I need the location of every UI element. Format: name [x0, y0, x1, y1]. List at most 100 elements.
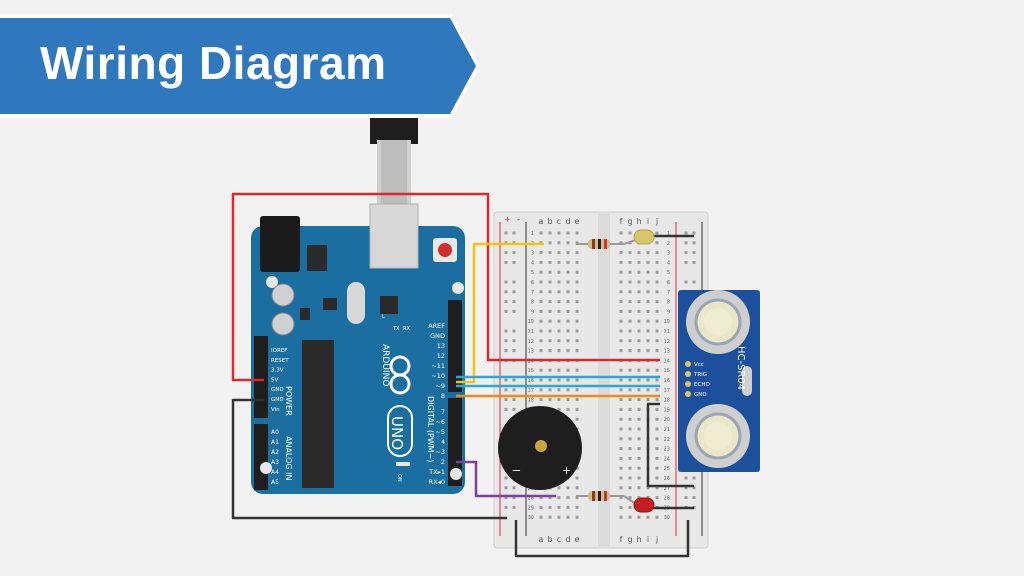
row-number: 3: [531, 251, 534, 257]
sensor-pin: [685, 381, 691, 387]
row-number: 6: [531, 280, 534, 286]
digital-pin-label: ~10: [431, 372, 445, 380]
resistor-2: [576, 491, 624, 501]
row-number: 28: [528, 496, 534, 502]
digital-pin-label: AREF: [428, 322, 445, 330]
analog-pin-label: A0: [271, 429, 279, 436]
digital-pin-label: ~3: [435, 448, 445, 456]
column-label: f: [620, 217, 623, 226]
digital-pin-label: ~9: [435, 382, 445, 390]
row-number: 19: [664, 407, 670, 413]
row-number: 9: [531, 309, 534, 315]
wire-sensor-gnd-black: [646, 402, 694, 488]
row-number: 1: [531, 231, 534, 237]
digital-pin-label: RX◂0: [429, 478, 445, 486]
power-label: POWER: [284, 386, 293, 416]
column-label: e: [575, 535, 580, 544]
row-number: 18: [528, 398, 534, 404]
row-number: 24: [664, 456, 670, 462]
arduino-uno: ARDUINO UNO DIGITAL (PWM~) POWER ANALOG …: [251, 203, 465, 494]
power-pin-label: GND: [271, 387, 284, 393]
row-number: 7: [667, 290, 670, 296]
digital-label: DIGITAL (PWM~): [426, 396, 435, 462]
digital-pin-label: 2: [441, 458, 445, 466]
sensor-pin-label: ECHO: [694, 382, 710, 388]
rx-label: RX: [403, 326, 410, 332]
row-number: 12: [664, 339, 670, 345]
power-pin-label: 3.3V: [271, 368, 284, 374]
sensor-pin-label: TRIG: [693, 372, 707, 378]
row-number: 26: [664, 476, 670, 482]
digital-pin-label: ~5: [435, 428, 445, 436]
page-title: Wiring Diagram: [40, 37, 387, 89]
row-number: 18: [664, 398, 670, 404]
row-number: 13: [664, 349, 670, 355]
row-number: 16: [528, 378, 534, 384]
column-label: j: [655, 217, 658, 226]
led-red: [623, 495, 655, 513]
wire-gnd-black: [231, 398, 507, 520]
usb-cable: [370, 118, 418, 210]
column-label: d: [565, 217, 570, 226]
column-label: e: [575, 217, 580, 226]
arduino-brand: ARDUINO: [380, 344, 390, 386]
column-label: d: [565, 535, 570, 544]
sensor-pin: [685, 361, 691, 367]
row-number: 15: [528, 368, 534, 374]
led-yellow: [623, 229, 655, 245]
row-number: 11: [528, 329, 534, 335]
digital-pin-label: 7: [441, 408, 445, 416]
power-pin-label: GND: [271, 397, 284, 403]
row-number: 22: [664, 437, 670, 443]
digital-pin-label: ~11: [431, 362, 445, 370]
power-pin-label: 5V: [271, 377, 278, 383]
row-number: 15: [664, 368, 670, 374]
column-label: c: [557, 217, 561, 226]
row-number: 10: [528, 319, 534, 325]
on-label: ON: [396, 474, 402, 482]
digital-pin-label: TX▸1: [428, 468, 445, 476]
analog-pin-label: A4: [271, 469, 279, 476]
power-pin-label: RESET: [271, 358, 289, 364]
digital-pin-label: 13: [437, 342, 445, 350]
row-number: 28: [664, 496, 670, 502]
row-number: 21: [664, 427, 670, 433]
column-label: i: [647, 217, 649, 226]
column-label: g: [627, 535, 632, 544]
resistor-1: [576, 239, 624, 249]
buzzer-minus: −: [512, 464, 521, 477]
row-number: 9: [667, 309, 670, 315]
row-number: 5: [531, 270, 534, 276]
sensor-pin: [685, 371, 691, 377]
wire-pin11-yellow: [456, 242, 544, 384]
arduino-logo: [389, 355, 411, 395]
analog-pin-label: A3: [271, 459, 279, 466]
wire-5v-red: [231, 192, 660, 382]
digital-pin-label: 4: [441, 438, 445, 446]
column-label: a: [539, 535, 544, 544]
row-number: 13: [528, 349, 534, 355]
row-number: 8: [531, 300, 534, 306]
row-number: 5: [667, 270, 670, 276]
column-label: i: [647, 535, 649, 544]
row-number: 1: [667, 231, 670, 237]
column-label: h: [636, 535, 641, 544]
wire-gnd-bottom-black: [514, 520, 690, 558]
row-numbers-right: 1234567891011121314151617181920212223242…: [664, 231, 670, 521]
column-label: b: [547, 535, 552, 544]
sensor-pin-label: Vcc: [694, 362, 704, 368]
digital-pin-label: ~6: [435, 418, 445, 426]
row-number: 16: [664, 378, 670, 384]
row-number: 11: [664, 329, 670, 335]
column-label: f: [620, 535, 623, 544]
row-number: 2: [667, 241, 670, 247]
row-number: 12: [528, 339, 534, 345]
analog-pin-label: A2: [271, 449, 279, 456]
row-number: 23: [664, 447, 670, 453]
